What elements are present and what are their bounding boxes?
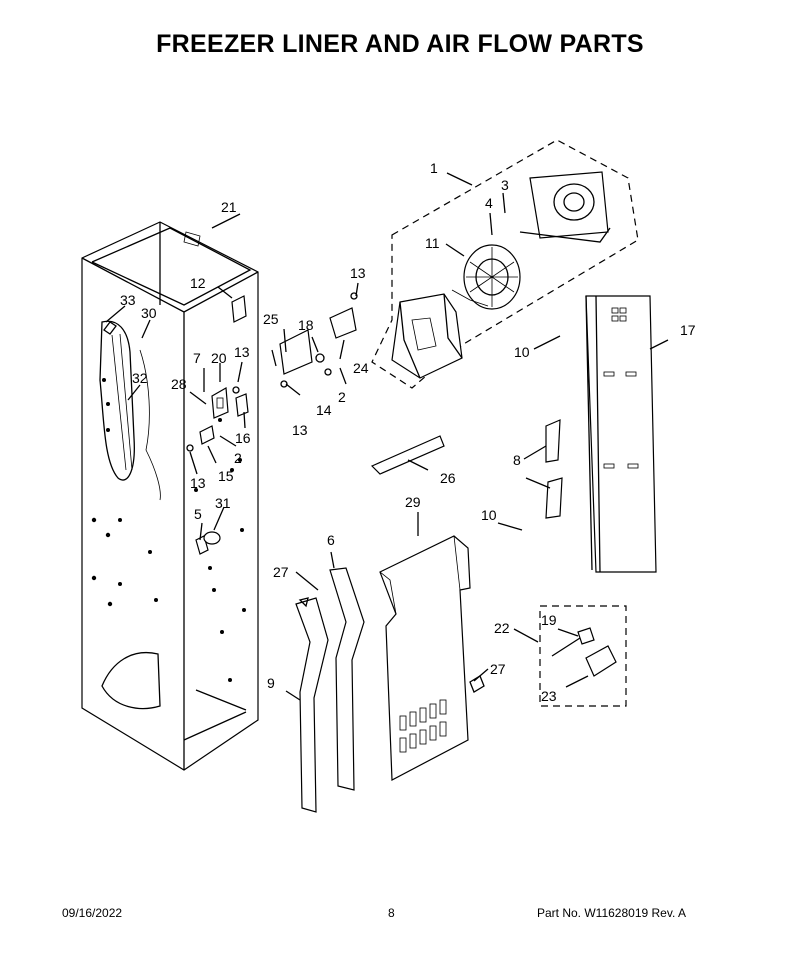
leader-lines bbox=[105, 172, 669, 701]
freezer-liner-drawing bbox=[81, 221, 259, 771]
callout-3: 3 bbox=[501, 177, 509, 193]
footer-date: 09/16/2022 bbox=[62, 906, 123, 920]
callout-10b: 10 bbox=[481, 507, 497, 523]
callout-18: 18 bbox=[298, 317, 314, 333]
callout-30: 30 bbox=[141, 305, 157, 321]
callout-2: 2 bbox=[338, 389, 346, 405]
callout-32: 32 bbox=[132, 370, 148, 386]
callout-13a: 13 bbox=[350, 265, 366, 281]
callout-6: 6 bbox=[327, 532, 335, 548]
callout-14: 14 bbox=[316, 402, 332, 418]
callout-28: 28 bbox=[171, 376, 187, 392]
callout-13c: 13 bbox=[292, 422, 308, 438]
callout-7: 7 bbox=[193, 350, 201, 366]
callout-29: 29 bbox=[405, 494, 421, 510]
callout-24: 24 bbox=[353, 360, 369, 376]
callout-9: 9 bbox=[267, 675, 275, 691]
callout-31: 31 bbox=[215, 495, 231, 511]
callout-labels: 1 2 2 3 4 5 6 7 8 9 10 10 11 12 13 13 13… bbox=[120, 160, 696, 704]
page-title: FREEZER LINER AND AIR FLOW PARTS bbox=[156, 30, 644, 58]
callout-16: 16 bbox=[235, 430, 251, 446]
callout-1: 1 bbox=[430, 160, 438, 176]
evaporator-cover-drawing bbox=[370, 295, 657, 573]
callout-17: 17 bbox=[680, 322, 696, 338]
duct-and-shroud-drawing bbox=[295, 535, 485, 813]
callout-26: 26 bbox=[440, 470, 456, 486]
callout-10a: 10 bbox=[514, 344, 530, 360]
callout-2b: 2 bbox=[234, 450, 242, 466]
callout-23: 23 bbox=[541, 688, 557, 704]
callout-21: 21 bbox=[221, 199, 237, 215]
callout-27b: 27 bbox=[490, 661, 506, 677]
callout-19: 19 bbox=[541, 612, 557, 628]
callout-4: 4 bbox=[485, 195, 493, 211]
callout-20: 20 bbox=[211, 350, 227, 366]
callout-22: 22 bbox=[494, 620, 510, 636]
callout-8: 8 bbox=[513, 452, 521, 468]
callout-13b: 13 bbox=[234, 344, 250, 360]
small-parts-drawing bbox=[186, 292, 358, 555]
footer-part-number: Part No. W11628019 Rev. A bbox=[537, 906, 686, 920]
callout-25: 25 bbox=[263, 311, 279, 327]
callout-13d: 13 bbox=[190, 475, 206, 491]
callout-11: 11 bbox=[425, 235, 440, 251]
callout-27a: 27 bbox=[273, 564, 289, 580]
callout-15: 15 bbox=[218, 468, 234, 484]
fan-assembly-drawing bbox=[371, 139, 639, 389]
callout-12: 12 bbox=[190, 275, 206, 291]
callout-5: 5 bbox=[194, 506, 202, 522]
footer-page-number: 8 bbox=[388, 906, 395, 920]
thermistor-kit-drawing bbox=[539, 605, 627, 707]
callout-33: 33 bbox=[120, 292, 136, 308]
